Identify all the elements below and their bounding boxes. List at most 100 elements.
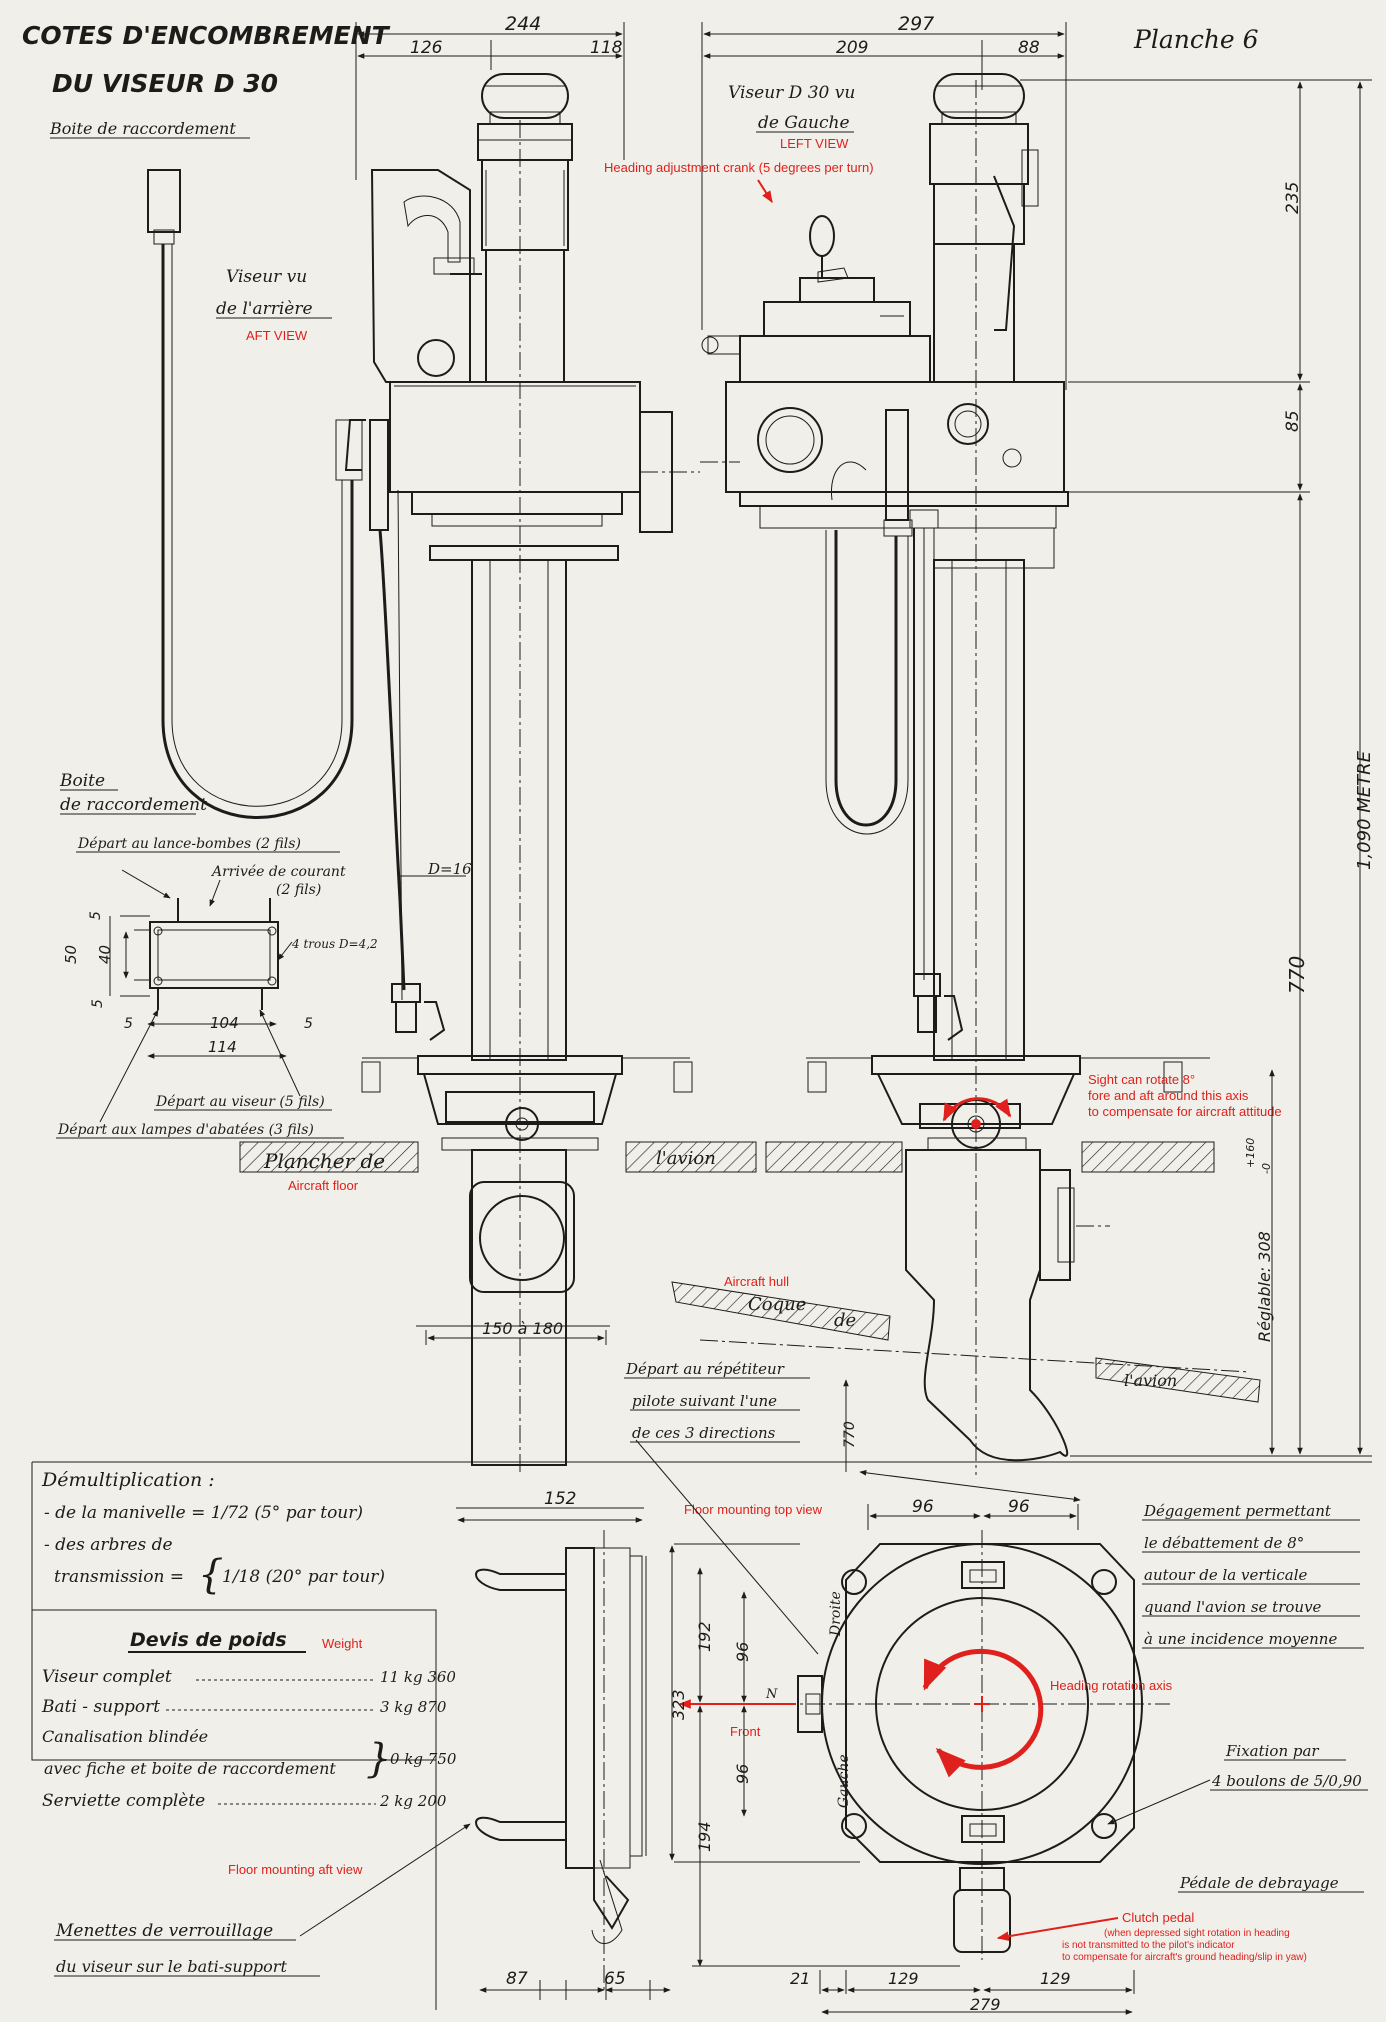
weight-row-2-label: Bati - support: [41, 1697, 160, 1717]
dim-85: 85: [1283, 410, 1303, 432]
weight-row-4-value: 0 kg 750: [390, 1750, 457, 1768]
dim-65: 65: [604, 1969, 626, 1989]
plancher-right: l'avion: [656, 1148, 716, 1169]
weights-block: Devis de poids Weight Viseur complet 11 …: [41, 1629, 457, 1811]
degagement-4: quand l'avion se trouve: [1144, 1598, 1322, 1616]
clutch-line2: is not transmitted to the pilot's indica…: [1062, 1940, 1235, 1951]
svg-text:}: }: [366, 1736, 391, 1782]
repetiteur-3: de ces 3 directions: [632, 1424, 776, 1442]
rotation-arc: [942, 1097, 1012, 1122]
coque-avion: l'avion: [1124, 1371, 1177, 1390]
box-trous: 4 trous D=4,2: [291, 937, 378, 951]
right-notes: Dégagement permettant le débattement de …: [996, 1502, 1368, 1963]
dim-129b: 129: [1040, 1969, 1071, 1988]
top-dimensions-left: 297 209 88: [701, 13, 1067, 390]
rotate-annotation-3: to compensate for aircraft attitude: [1088, 1104, 1282, 1119]
demult-line2b: transmission =: [54, 1567, 184, 1587]
floor-aft-annotation: Floor mounting aft view: [228, 1862, 363, 1877]
dim-244: 244: [505, 13, 541, 35]
right-dimensions: 235 85 1,090 METRE 770 Réglable: 308 +16…: [1020, 79, 1375, 1457]
degagement-3: autour de la verticale: [1144, 1566, 1308, 1584]
heading-axis-annotation: Heading rotation axis: [1050, 1678, 1173, 1693]
demult-line2c: 1/18 (20° par tour): [222, 1567, 385, 1587]
bottom-frame: [31, 1461, 1372, 2010]
floor-annotation: Aircraft floor: [288, 1178, 359, 1193]
dim-209: 209: [836, 38, 868, 58]
box-dim-5c: 5: [124, 1016, 133, 1032]
box-detail: Boite de raccordement Départ au lance-bo…: [56, 771, 472, 1139]
repetiteur-1: Départ au répétiteur: [625, 1360, 785, 1378]
clutch-line1: (when depressed sight rotation in headin…: [1104, 1928, 1290, 1939]
dim-96c: 96: [733, 1642, 752, 1662]
dim-770: 770: [1285, 956, 1309, 994]
weights-title: Devis de poids: [130, 1629, 287, 1651]
dim-194: 194: [695, 1821, 714, 1852]
box-title-2: de raccordement: [60, 795, 207, 815]
repetiteur-note: Départ au répétiteur pilote suivant l'un…: [624, 1360, 1081, 1502]
dim-118: 118: [590, 38, 623, 58]
dim-323: 323: [669, 1689, 688, 1720]
demult-block: Démultiplication : - de la manivelle = 1…: [41, 1469, 385, 1598]
fixation-1: Fixation par: [1225, 1742, 1319, 1760]
rotate-annotation-2: fore and aft around this axis: [1088, 1088, 1249, 1103]
demult-title: Démultiplication :: [41, 1469, 215, 1491]
dim-96a: 96: [912, 1497, 934, 1517]
dim-297: 297: [898, 13, 934, 35]
weight-row-2-value: 3 kg 870: [380, 1698, 447, 1716]
dim-96d: 96: [733, 1764, 752, 1784]
box-arrivee-2: (2 fils): [276, 882, 321, 898]
dim-1090: 1,090 METRE: [1354, 750, 1375, 870]
box-d16: D=16: [427, 860, 472, 878]
coque-2: de: [834, 1310, 856, 1331]
menettes-1: Menettes de verrouillage: [55, 1921, 273, 1941]
left-label-1: Viseur D 30 vu: [728, 83, 855, 103]
pedale-note: Pédale de debrayage: [1179, 1874, 1339, 1892]
front-annotation: Front: [730, 1724, 761, 1739]
clutch-line3: to compensate for aircraft's ground head…: [1062, 1952, 1307, 1963]
box-arrivee-1: Arrivée de courant: [210, 864, 346, 880]
dim-279: 279: [970, 1995, 1001, 2014]
hull-annotation: Aircraft hull: [724, 1274, 789, 1289]
aft-view: 150 à 180: [239, 73, 757, 1475]
weight-row-1-value: 11 kg 360: [380, 1668, 456, 1686]
dim-126: 126: [410, 38, 443, 58]
weight-row-5-value: 2 kg 200: [379, 1792, 447, 1810]
weight-row-1-label: Viseur complet: [42, 1667, 172, 1687]
mount-aft-view: 152 87 65 Floor mounting aft view: [228, 1489, 671, 2000]
dim-770b: 770: [842, 1421, 858, 1448]
aft-view-annotation: AFT VIEW: [246, 328, 308, 343]
dim-87: 87: [506, 1969, 528, 1989]
left-view: [700, 73, 1215, 1475]
degagement-1: Dégagement permettant: [1143, 1502, 1332, 1520]
weight-row-5-label: Serviette complète: [42, 1791, 205, 1811]
junction-cable: [147, 169, 363, 819]
box-depart-lampes: Départ aux lampes d'abatées (3 fils): [57, 1122, 314, 1138]
plate-number: Planche 6: [1133, 25, 1259, 54]
box-dim-40: 40: [96, 945, 114, 964]
weight-row-4-label: avec fiche et boite de raccordement: [44, 1759, 336, 1778]
dim-152: 152: [544, 1489, 576, 1509]
menettes-2: du viseur sur le bati-support: [56, 1957, 287, 1976]
plan-n: N: [765, 1687, 778, 1702]
aft-label-2: de l'arrière: [216, 299, 313, 319]
mount-top-view: Floor mounting top view 96 96 Droite Gau…: [635, 1439, 1173, 2015]
plan-gauche: Gauche: [836, 1754, 852, 1808]
demult-line1: - de la manivelle = 1/72 (5° par tour): [44, 1503, 363, 1523]
degagement-5: à une incidence moyenne: [1144, 1630, 1337, 1648]
subtitle-boite: Boite de raccordement: [49, 119, 236, 138]
fixation-2: 4 boulons de 5/0,90: [1211, 1772, 1362, 1790]
box-dim-114: 114: [208, 1038, 237, 1056]
hull-section: Coque de l'avion Aircraft hull: [671, 1274, 1261, 1403]
left-label-2: de Gauche: [758, 113, 850, 133]
weight-row-3-label: Canalisation blindée: [42, 1727, 208, 1746]
weight-annotation: Weight: [322, 1636, 363, 1651]
rotate-annotation-1: Sight can rotate 8°: [1088, 1072, 1195, 1087]
aft-label-1: Viseur vu: [226, 267, 307, 287]
box-dim-104: 104: [210, 1014, 239, 1032]
dim-96b: 96: [1008, 1497, 1030, 1517]
box-dim-5a: 5: [88, 911, 104, 920]
box-depart-bombes: Départ au lance-bombes (2 fils): [77, 836, 301, 852]
box-dim-5b: 5: [90, 999, 106, 1008]
